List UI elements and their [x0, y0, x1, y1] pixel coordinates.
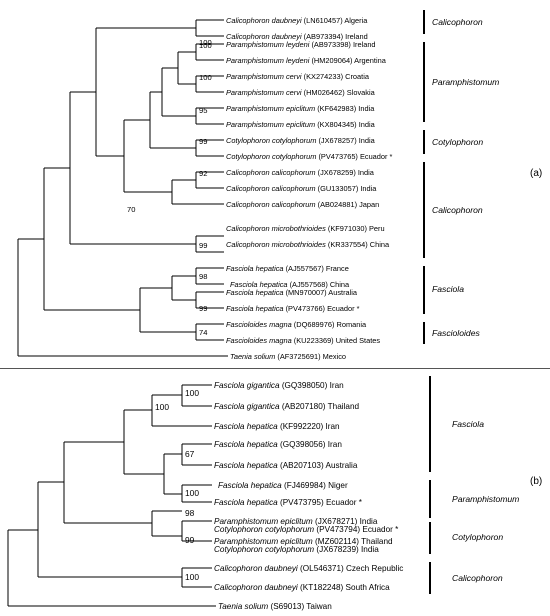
support-value-b-4: 100 [185, 488, 199, 498]
taxon-label-a-22: Taenia solium (AF3725691) Mexico [230, 352, 346, 361]
support-value-a-11: 74 [199, 328, 207, 337]
taxon-label-a-1: Calicophoron daubneyi (LN610457) Algeria [226, 16, 368, 25]
group-label-a-3: Cotylophoron [432, 137, 483, 147]
taxon-label-a-14: Calicophoron microbothrioides (KF971030)… [226, 224, 385, 233]
group-label-a-4: Calicophoron [432, 205, 483, 215]
taxon-label-b-1: Fasciola gigantica (GQ398050) Iran [214, 381, 344, 390]
taxon-label-b-9: Paramphistomum epiclitum (MZ602114) Thai… [214, 537, 393, 546]
support-value-b-3: 67 [185, 449, 195, 459]
support-value-b-1: 100 [185, 388, 199, 398]
group-label-b-4: Calicophoron [452, 573, 503, 583]
taxon-label-a-4: Paramphistomum leydeni (HM209064) Argent… [226, 56, 387, 65]
panel-label-b: (b) [530, 476, 542, 487]
taxon-label-b-3: Fasciola hepatica (KF992220) Iran [214, 422, 340, 431]
taxon-label-a-15: Calicophoron microbothrioides (KR337554)… [226, 240, 390, 249]
taxon-label-b-10: Cotylophoron cotylophorum (PV473794) Ecu… [214, 525, 399, 534]
tree-a-labels: Calicophoron daubneyi (LN610457) Algeria… [226, 16, 393, 361]
taxon-label-b-5: Fasciola hepatica (AB207103) Australia [214, 461, 358, 470]
taxon-label-a-18: Fasciola hepatica (MN970007) Australia [226, 288, 358, 297]
support-value-b-6: 99 [185, 535, 195, 545]
taxon-label-a-10: Cotylophoron cotylophorum (PV473765) Ecu… [226, 152, 393, 161]
group-bars [423, 10, 431, 594]
genus-group-labels: CalicophoronParamphistomumCotylophoronCa… [432, 17, 519, 583]
taxon-label-a-11: Calicophoron calicophorum (JX678259) Ind… [226, 168, 375, 177]
support-value-a-9: 98 [199, 272, 207, 281]
support-value-a-10: 99 [199, 304, 207, 313]
taxon-label-a-6: Paramphistomum cervi (HM026462) Slovakia [226, 88, 376, 97]
taxon-label-a-13: Calicophoron calicophorum (AB024881) Jap… [226, 200, 379, 209]
support-value-a-3: 100 [199, 73, 212, 82]
taxon-label-b-6: Fasciola hepatica (FJ469984) Niger [218, 481, 348, 490]
tree-a-branches [17, 19, 228, 357]
taxon-label-a-21: Fascioloides magna (KU223369) United Sta… [226, 336, 380, 345]
support-value-b-2: 100 [155, 402, 169, 412]
taxon-label-b-13: Calicophoron daubneyi (KT182248) South A… [214, 583, 390, 592]
taxon-label-a-5: Paramphistomum cervi (KX274233) Croatia [226, 72, 370, 81]
support-value-a-4: 95 [199, 106, 207, 115]
taxon-label-a-8: Paramphistomum epiclitum (KX804345) Indi… [226, 120, 376, 129]
taxon-label-a-19: Fasciola hepatica (PV473766) Ecuador * [226, 304, 360, 313]
taxon-label-b-2: Fasciola gigantica (AB207180) Thailand [214, 402, 359, 411]
support-value-a-6: 92 [199, 169, 207, 178]
group-label-b-3: Cotylophoron [452, 532, 503, 542]
tree-b-labels: Fasciola gigantica (GQ398050) IranFascio… [214, 381, 403, 611]
group-label-b-1: Fasciola [452, 419, 484, 429]
taxon-label-a-17: Fasciola hepatica (AJ557568) China [230, 280, 350, 289]
tree-panel-a [17, 19, 228, 357]
taxon-label-b-14: Taenia solium (S69013) Taiwan [218, 602, 332, 611]
taxon-label-a-2: Calicophoron daubneyi (AB973394) Ireland [226, 32, 368, 41]
taxon-label-a-16: Fasciola hepatica (AJ557567) France [226, 264, 349, 273]
support-value-a-5: 99 [199, 137, 207, 146]
support-value-a-7: 70 [127, 205, 135, 214]
taxon-label-a-9: Cotylophoron cotylophorum (JX678257) Ind… [226, 136, 376, 145]
support-value-b-5: 98 [185, 508, 195, 518]
taxon-label-b-7: Fasciola hepatica (PV473795) Ecuador * [214, 498, 363, 507]
taxon-label-a-20: Fascioloides magna (DQ689976) Romania [226, 320, 367, 329]
group-label-b-2: Paramphistomum [452, 494, 519, 504]
group-label-a-6: Fascioloides [432, 328, 480, 338]
taxon-label-b-8: Paramphistomum epiclitum (JX678271) Indi… [214, 517, 378, 526]
group-label-a-2: Paramphistomum [432, 77, 499, 87]
group-label-a-5: Fasciola [432, 284, 464, 294]
panel-label-a: (a) [530, 168, 542, 179]
tree-panel-b [7, 384, 216, 607]
taxon-label-a-7: Paramphistomum epiclitum (KF642983) Indi… [226, 104, 375, 113]
taxon-label-b-4: Fasciola hepatica (GQ398056) Iran [214, 440, 342, 449]
support-value-b-7: 100 [185, 572, 199, 582]
taxon-label-a-12: Calicophoron calicophorum (GU133057) Ind… [226, 184, 377, 193]
taxon-label-a-3: Paramphistomum leydeni (AB973398) Irelan… [226, 40, 376, 49]
support-value-a-2: 100 [199, 41, 212, 50]
support-value-a-8: 99 [199, 241, 207, 250]
taxon-label-b-11: Cotylophoron cotylophorum (JX678239) Ind… [214, 545, 379, 554]
group-label-a-1: Calicophoron [432, 17, 483, 27]
tree-b-support-values: 100 100 67 100 98 99 100 [155, 388, 199, 582]
tree-b-branches [7, 384, 216, 607]
support-value-a-1: 100 [199, 38, 212, 47]
taxon-label-b-12: Calicophoron daubneyi (OL546371) Czech R… [214, 564, 403, 573]
